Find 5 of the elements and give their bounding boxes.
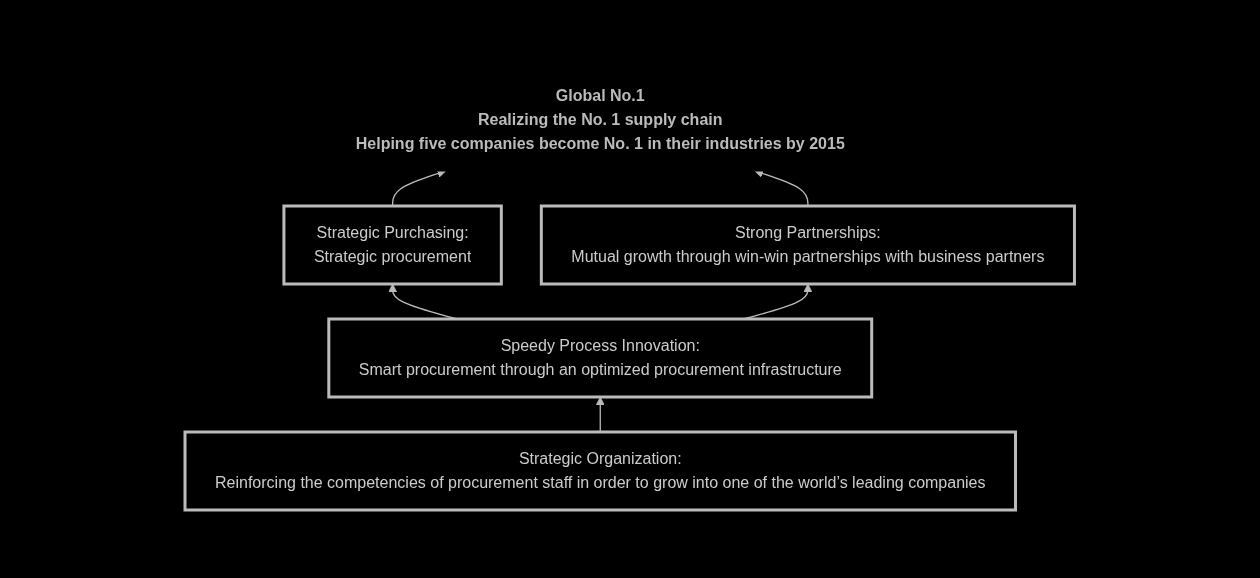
node-text: Global No.1 Realizing the No. 1 supply chain Helping five companies become No. 1 in their industries by 2015 (356, 86, 846, 152)
node-box: Strategic Purchasing: Strategic procurement (282, 204, 504, 285)
node-box: Strong Partnerships: Mutual growth through win-win partnerships with business partners (540, 204, 1077, 285)
node-box: Strategic Organization: Reinforcing the competencies of procurement staff in order to grow into one of the world’s leading companies (183, 430, 1018, 511)
node-box: Speedy Process Innovation: Smart procurement through an optimized procurement infrastructure (327, 317, 874, 398)
